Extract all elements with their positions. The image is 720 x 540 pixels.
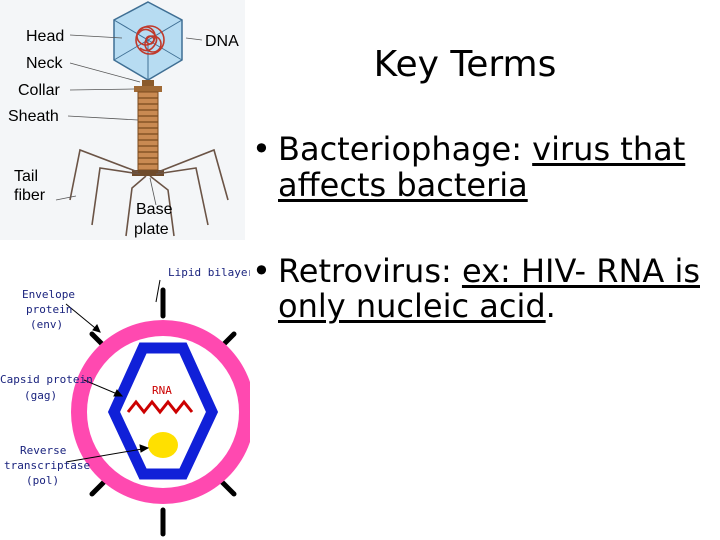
bullet-list: • Bacteriophage: virus that affects bact… [248, 130, 708, 326]
label-capsid-2: (gag) [24, 389, 57, 402]
phage-dna [135, 25, 165, 55]
rna-label: RNA [152, 384, 172, 397]
bullet-bacteriophage: • Bacteriophage: virus that affects bact… [248, 130, 708, 204]
term-bacteriophage: Bacteriophage: [278, 130, 522, 168]
phage-label-head: Head [26, 28, 64, 45]
phage-label-neck: Neck [26, 55, 63, 72]
phage-label-tail-fiber-2: fiber [14, 187, 46, 204]
label-capsid-1: Capsid protein [0, 373, 93, 386]
phage-neck [142, 80, 154, 86]
phage-label-base-2: plate [134, 221, 169, 238]
label-envelope-3: (env) [30, 318, 63, 331]
phage-label-tail-fiber-1: Tail [14, 168, 38, 185]
bullet-retrovirus: • Retrovirus: ex: HIV- RNA is only nucle… [248, 251, 708, 326]
phage-tail-fibers [69, 148, 229, 237]
label-envelope-2: protein [26, 303, 72, 316]
phage-label-base-1: Base [136, 201, 173, 218]
retrovirus-diagram: RNA Lipid bilayer Envelope protein (env)… [0, 266, 250, 537]
phage-base-plate [132, 170, 164, 176]
label-rt-1: Reverse [20, 444, 66, 457]
term-retrovirus: Retrovirus: [278, 251, 452, 290]
bullet-marker: • [252, 130, 271, 168]
label-rt-3: (pol) [26, 474, 59, 487]
bullet-marker: • [252, 251, 271, 290]
label-rt-2: transcriptase [4, 459, 90, 472]
capsid [107, 342, 219, 480]
label-envelope-1: Envelope [22, 288, 75, 301]
slide-title: Key Terms [373, 44, 557, 85]
phage-label-sheath: Sheath [8, 108, 59, 125]
phage-sheath [137, 91, 159, 171]
phage-collar [134, 86, 162, 92]
reverse-transcriptase-enzyme [148, 432, 178, 458]
phage-label-collar: Collar [18, 82, 60, 99]
label-lipid-bilayer: Lipid bilayer [168, 266, 250, 279]
rna-strand [126, 399, 194, 415]
definition-bacteriophage: virus that affects bacteria [278, 130, 686, 204]
definition-retrovirus: ex: HIV- RNA is only nucleic acid [278, 251, 700, 326]
definition-retrovirus-end: . [545, 287, 556, 326]
bacteriophage-diagram: Head Neck Collar Sheath Tail fiber Base … [0, 0, 245, 240]
phage-label-dna: DNA [205, 33, 239, 50]
